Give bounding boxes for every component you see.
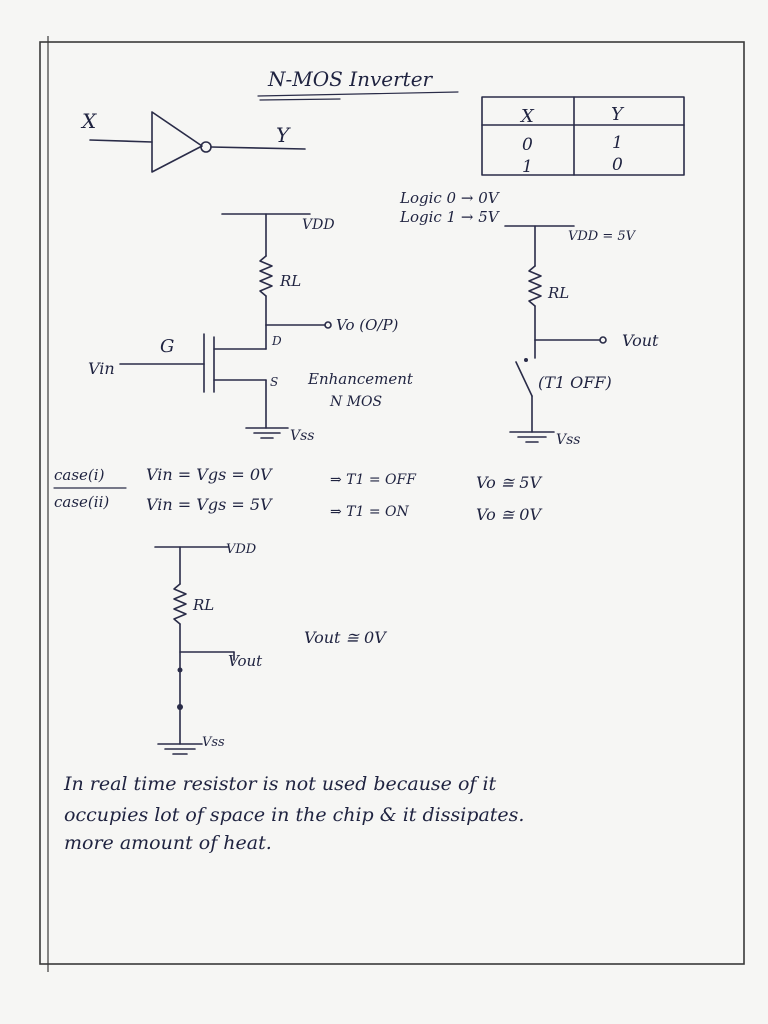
case-analysis: case(i) Vin = Vgs = 0V ⇒ T1 = OFF Vo ≅ 5…: [53, 465, 542, 524]
case-result: Vo ≅ 5V: [476, 473, 542, 492]
load-resistor: [259, 255, 273, 297]
truth-table-cell: 0: [612, 155, 623, 175]
inverter-symbol: X Y: [80, 109, 306, 173]
vout-result: Vout ≅ 0V: [304, 628, 387, 647]
truth-table: X Y 0 1 1 0: [481, 96, 685, 177]
logic-0-level: Logic 0 → 0V: [399, 189, 501, 207]
truth-table-header-x: X: [519, 106, 535, 127]
vo-label: Vo (O/P): [336, 316, 399, 334]
inverter-output-label: Y: [276, 123, 291, 147]
source-label: S: [270, 375, 278, 389]
case-transistor-state: ⇒ T1 = ON: [330, 504, 410, 520]
nmos-inverter-circuit: VDD RL Vo (O/P) G D S Vin Vss Enhancemen…: [88, 213, 414, 444]
page-title: N-MOS Inverter: [267, 67, 434, 91]
vdd-label: VDD: [226, 542, 257, 557]
drain-label: D: [271, 334, 282, 348]
open-switch: [515, 361, 533, 397]
vout-label: Vout: [228, 652, 263, 670]
notes-paragraph: In real time resistor is not used becaus…: [63, 773, 524, 854]
load-resistor: [173, 583, 187, 625]
rl-label: RL: [279, 272, 301, 290]
case-transistor-state: ⇒ T1 = OFF: [330, 472, 417, 488]
gate-label: G: [160, 336, 174, 357]
truth-table-header-y: Y: [611, 104, 625, 125]
case-result: Vo ≅ 0V: [476, 505, 542, 524]
switch-state-label: (T1 OFF): [538, 373, 612, 392]
case-label: case(ii): [54, 493, 109, 511]
vin-label: Vin: [88, 359, 115, 378]
vss-label: Vss: [202, 735, 225, 750]
title-underline: [257, 91, 459, 97]
truth-table-cell: 1: [522, 157, 533, 177]
case-label: case(i): [54, 466, 105, 484]
vss-label: Vss: [290, 428, 314, 444]
rl-label: RL: [547, 284, 569, 302]
load-resistor: [528, 265, 542, 307]
case-condition: Vin = Vgs = 0V: [146, 465, 273, 484]
inverter-input-label: X: [80, 109, 97, 133]
truth-table-cell: 0: [522, 135, 533, 155]
title-underline-2: [259, 98, 341, 101]
rl-label: RL: [192, 596, 214, 614]
nmos-note: N MOS: [329, 394, 382, 410]
vdd-5v-label: VDD = 5V: [568, 229, 637, 244]
switch-on-circuit: VDD RL Vout Vss Vout ≅ 0V: [154, 542, 387, 755]
switch-off-circuit: VDD = 5V RL Vout (T1 OFF) Vss: [504, 225, 659, 448]
case-condition: Vin = Vgs = 5V: [146, 495, 273, 514]
vout-label: Vout: [622, 331, 659, 350]
note-line: occupies lot of space in the chip & it d…: [64, 804, 524, 826]
page-border: [39, 41, 745, 965]
vss-label: Vss: [556, 432, 580, 448]
enhancement-note: Enhancement: [307, 370, 414, 388]
truth-table-cell: 1: [612, 133, 623, 153]
vdd-label: VDD: [302, 217, 335, 233]
logic-1-level: Logic 1 → 5V: [399, 208, 501, 226]
note-line: In real time resistor is not used becaus…: [63, 773, 497, 795]
note-line: more amount of heat.: [64, 832, 272, 854]
